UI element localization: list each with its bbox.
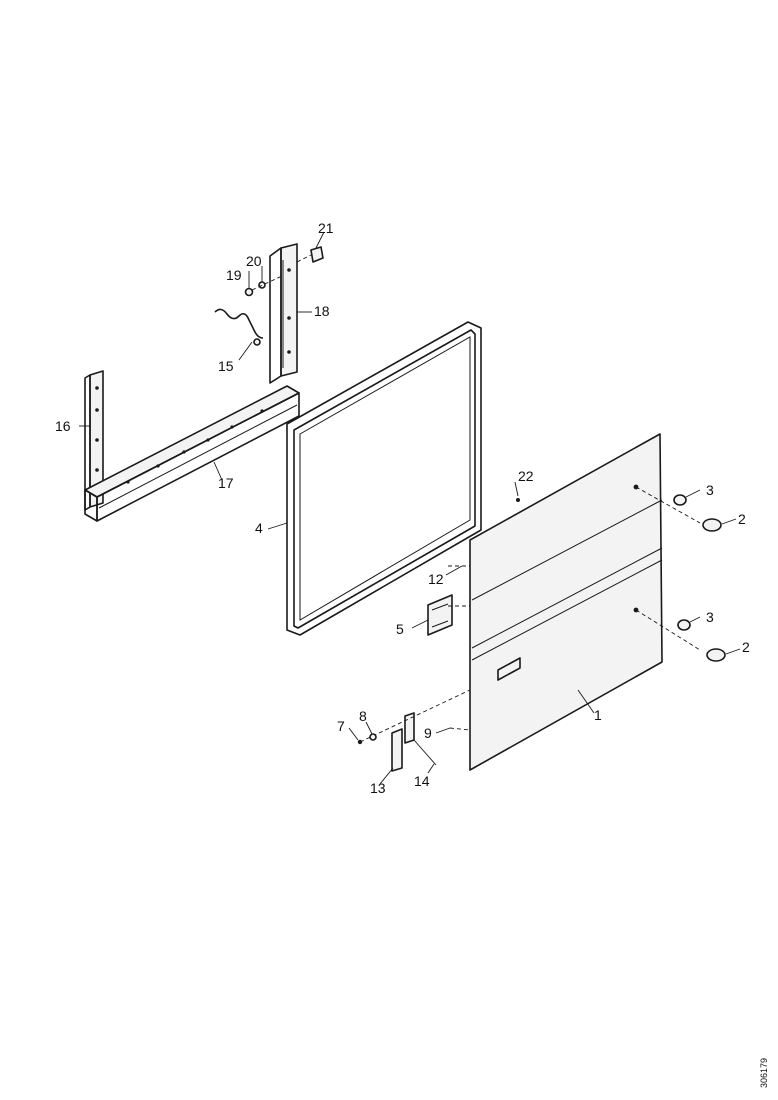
callout-14: 14 bbox=[414, 773, 430, 789]
callout-22: 22 bbox=[518, 468, 534, 484]
callout-18: 18 bbox=[314, 303, 330, 319]
part-18-vertical-bracket bbox=[269, 243, 298, 384]
part-22-screw bbox=[516, 498, 520, 502]
callout-3-lower: 3 bbox=[706, 609, 714, 625]
callout-1: 1 bbox=[594, 707, 602, 723]
part-19-20-screw-washer bbox=[244, 275, 283, 297]
callout-21: 21 bbox=[318, 220, 334, 236]
part-2-3-upper-handle-mount bbox=[633, 484, 722, 532]
callout-8: 8 bbox=[359, 708, 367, 724]
callout-9: 9 bbox=[424, 725, 432, 741]
callout-13: 13 bbox=[370, 780, 386, 796]
callout-2-lower: 2 bbox=[742, 639, 750, 655]
callout-2-upper: 2 bbox=[738, 511, 746, 527]
part-21-clip bbox=[296, 246, 324, 263]
callout-17: 17 bbox=[218, 475, 234, 491]
callout-16: 16 bbox=[55, 418, 71, 434]
document-reference: 306179 bbox=[759, 1058, 769, 1088]
part-17-horizontal-channel bbox=[84, 385, 300, 522]
callout-4: 4 bbox=[255, 520, 263, 536]
callout-19: 19 bbox=[226, 267, 242, 283]
part-4-door-seal-frame bbox=[286, 321, 482, 636]
part-15-wire-spring bbox=[214, 308, 264, 346]
callout-12: 12 bbox=[428, 571, 444, 587]
callout-3-upper: 3 bbox=[706, 482, 714, 498]
callout-labels: 21 20 19 18 15 16 17 4 22 3 2 12 3 5 2 1… bbox=[55, 220, 750, 796]
callout-5: 5 bbox=[396, 621, 404, 637]
part-hinge-assembly bbox=[357, 689, 471, 772]
callout-7: 7 bbox=[337, 718, 345, 734]
part-5-plate bbox=[427, 594, 453, 636]
leader-lines bbox=[79, 231, 741, 785]
part-16-side-bracket bbox=[84, 370, 104, 511]
callout-15: 15 bbox=[218, 358, 234, 374]
part-12-clip bbox=[448, 565, 470, 607]
callout-20: 20 bbox=[246, 253, 262, 269]
part-1-door-panel bbox=[469, 433, 663, 771]
part-2-3-lower-handle-mount bbox=[633, 607, 726, 662]
